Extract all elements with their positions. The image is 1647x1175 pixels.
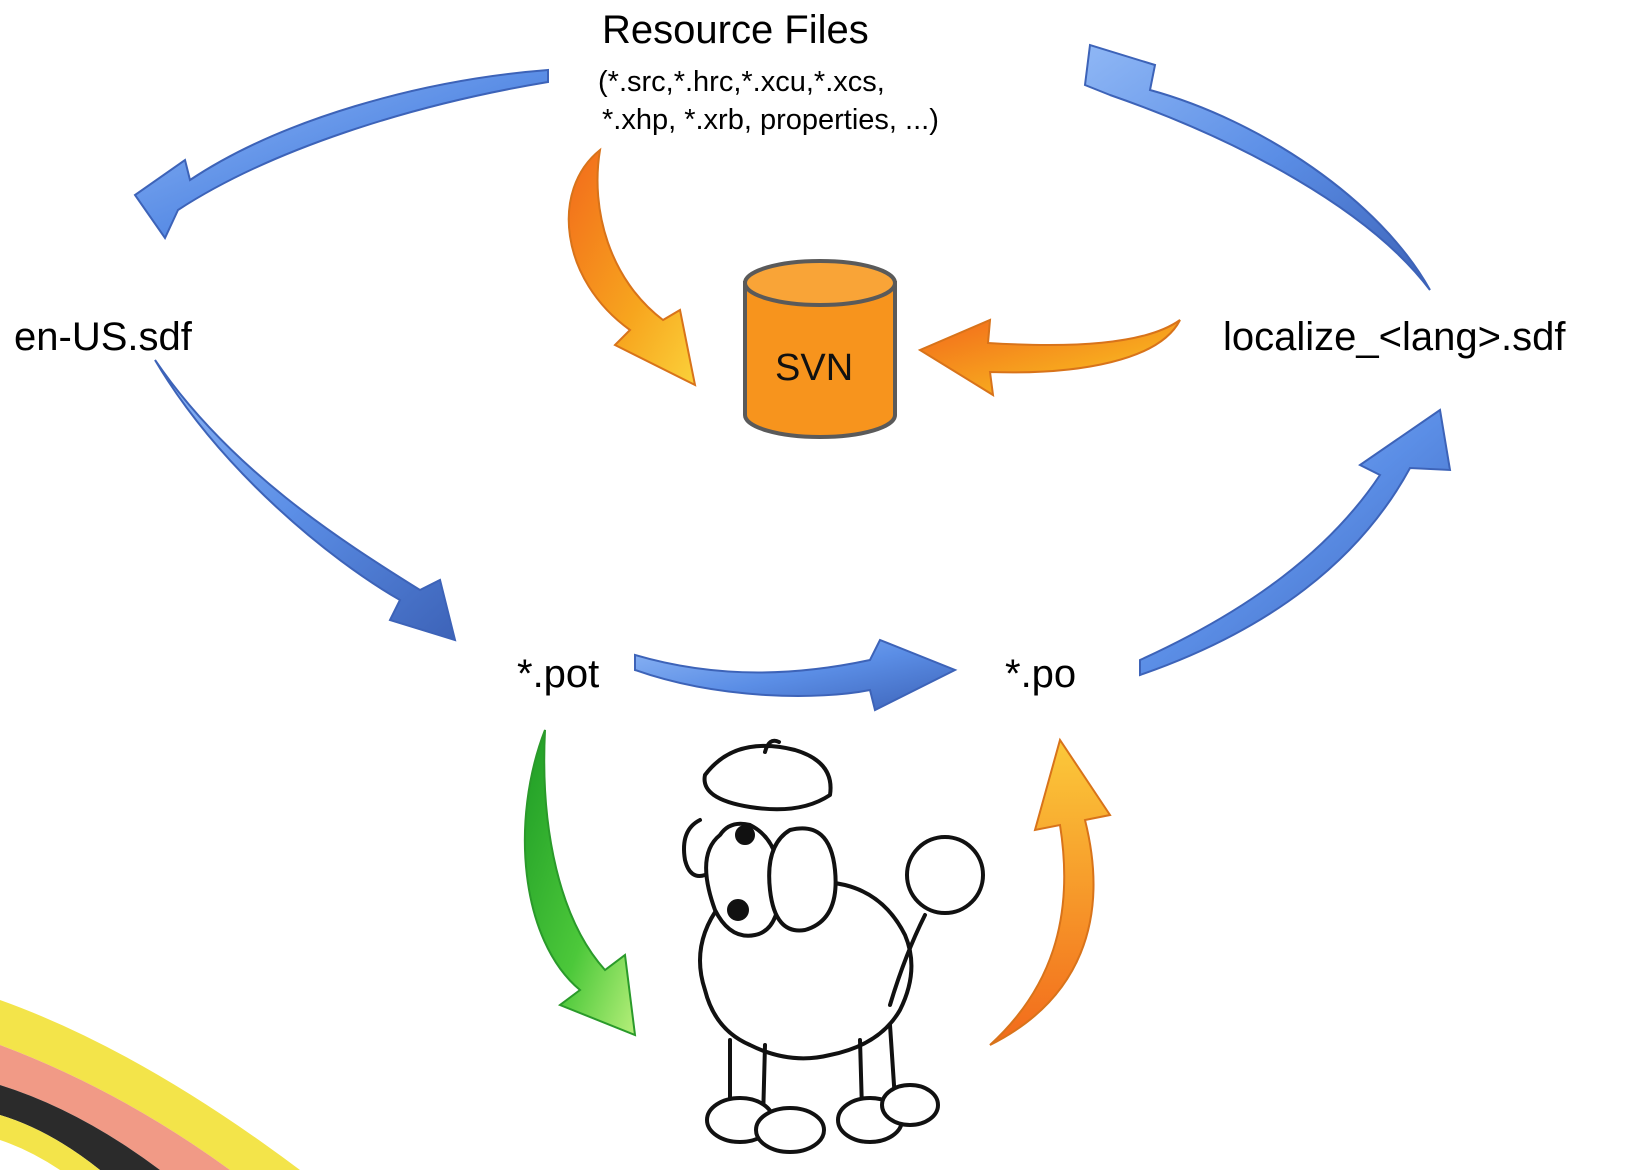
resource-files-title: Resource Files (602, 8, 869, 52)
arrow-pot-to-poodle (523, 729, 637, 1037)
resource-files-extensions-line2: *.xhp, *.xrb, properties, ...) (602, 104, 939, 136)
svn-label: SVN (775, 347, 854, 389)
arrow-poodle-to-po (989, 737, 1112, 1046)
arrow-resource-to-en-us (133, 68, 549, 240)
localize-sdf-label: localize_<lang>.sdf (1223, 315, 1566, 359)
arrow-localize-to-resource (1083, 43, 1431, 291)
arrow-en-us-to-pot (154, 359, 457, 642)
en-us-sdf-label: en-US.sdf (14, 315, 192, 359)
arrow-po-to-localize (1139, 408, 1452, 677)
svn-cylinder-icon (743, 259, 897, 439)
pot-label: *.pot (517, 652, 600, 696)
arrow-localize-to-svn (917, 318, 1181, 397)
poodle-icon (682, 738, 985, 1154)
arrow-pot-to-po (634, 638, 958, 712)
po-label: *.po (1005, 652, 1077, 696)
corner-decoration (0, 1000, 300, 1170)
arrow-resource-to-svn (567, 147, 697, 387)
resource-files-extensions-line1: (*.src,*.hrc,*.xcu,*.xcs, (598, 66, 885, 98)
